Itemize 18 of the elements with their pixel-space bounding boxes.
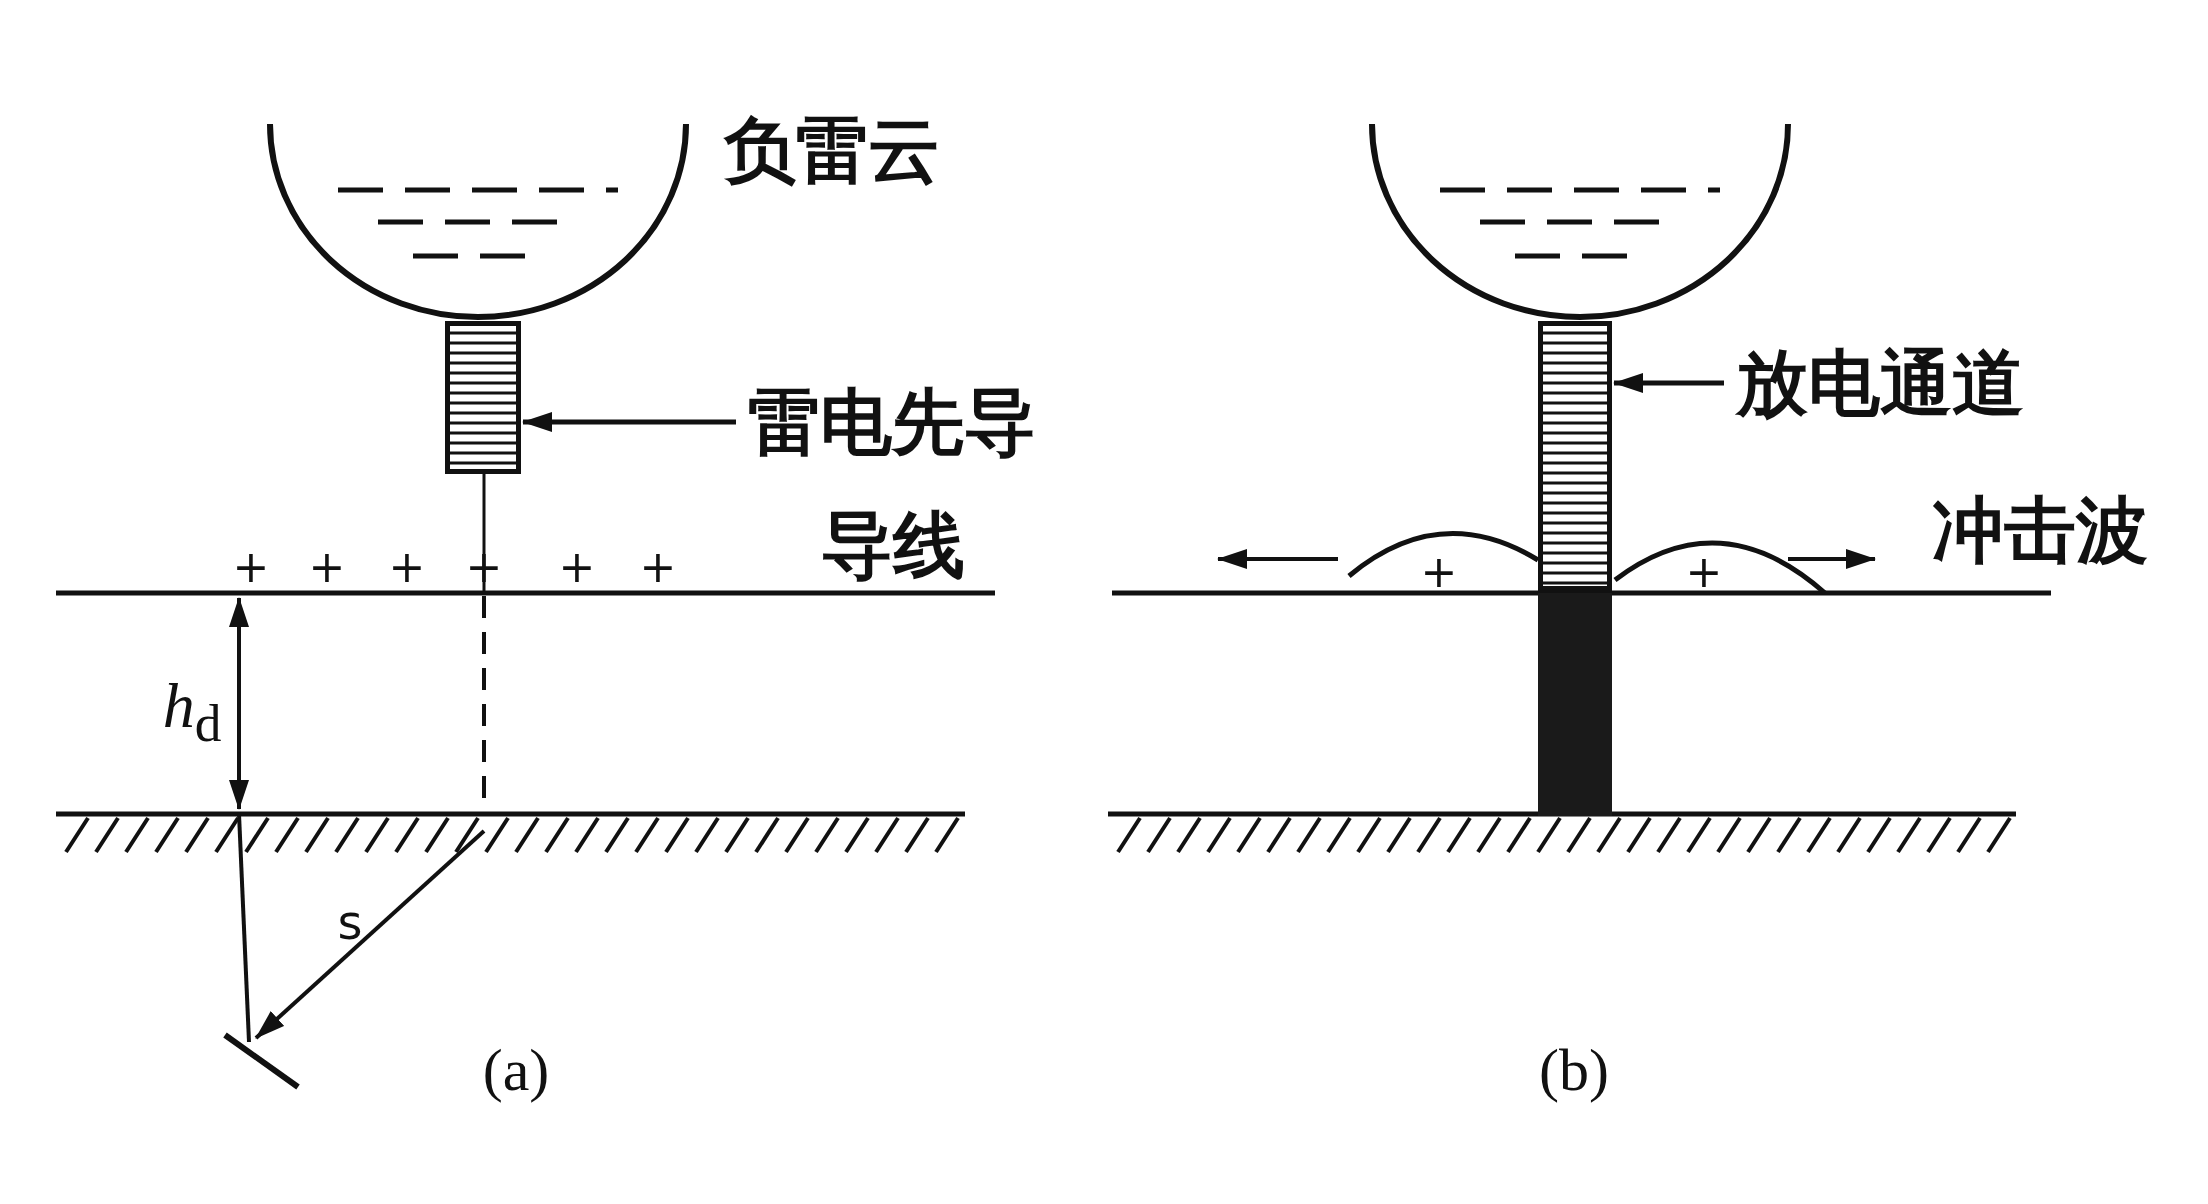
label-text: s: [337, 898, 363, 946]
charge-sign: +: [388, 545, 426, 589]
charge-sign: +: [1420, 550, 1458, 594]
label-text: 负雷云: [724, 114, 940, 186]
charge-sign: +: [1685, 550, 1723, 594]
callout-text: 雷电先导: [748, 386, 1036, 458]
label-text: 冲击波: [1932, 494, 2148, 566]
leader-arrow: [1613, 373, 1724, 393]
charge-sign: +: [639, 545, 677, 589]
callout-text: 放电通道: [1736, 347, 2024, 419]
dimension-label: h$_{d}$: [162, 673, 222, 751]
charge-sign: +: [308, 545, 346, 589]
charge-sign: +: [558, 545, 596, 589]
charge-sign: +: [232, 545, 270, 589]
leader-arrow: [522, 412, 736, 432]
label-text: 导线: [821, 509, 965, 581]
striped-column: [1538, 321, 1612, 591]
striped-column: [445, 321, 521, 474]
